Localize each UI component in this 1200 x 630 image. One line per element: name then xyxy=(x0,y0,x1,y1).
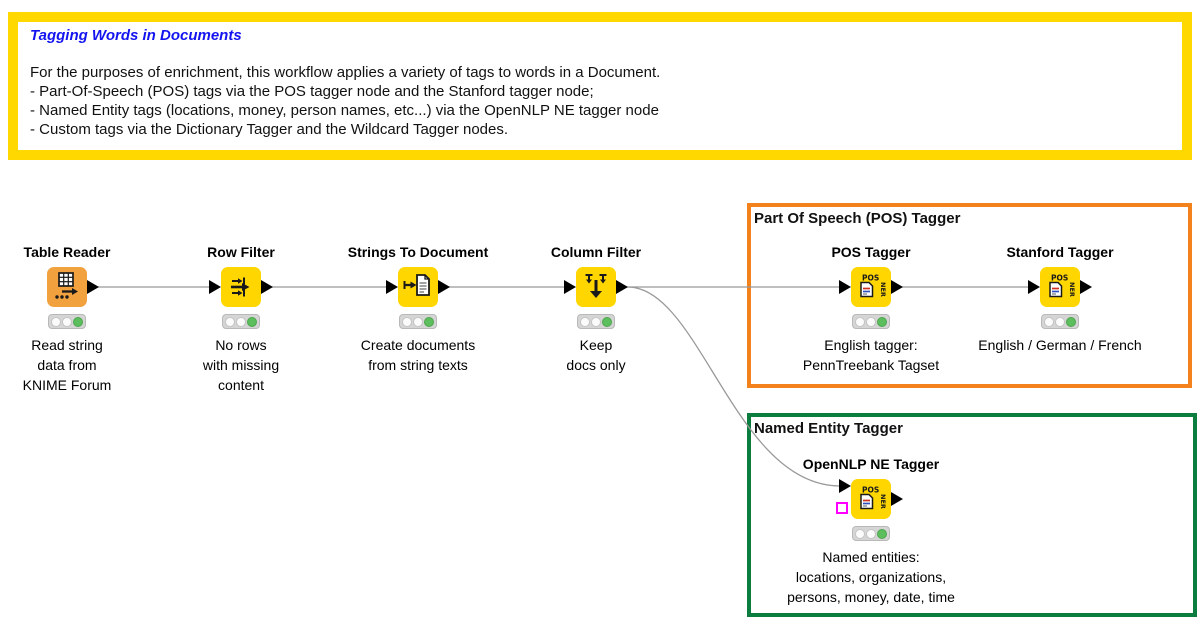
node-title[interactable]: Table Reader xyxy=(23,244,111,260)
node-description[interactable]: Named entities: locations, organizations… xyxy=(787,549,955,605)
input-port[interactable] xyxy=(839,280,851,294)
lamp-green xyxy=(877,528,887,539)
node-description[interactable]: No rows with missing content xyxy=(202,337,280,393)
node-column-filter[interactable]: Column Filter Keep docs only xyxy=(551,244,641,373)
input-port[interactable] xyxy=(1028,280,1040,294)
annotation-box[interactable]: Tagging Words in Documents For the purpo… xyxy=(8,12,1192,160)
row-filter-icon[interactable] xyxy=(221,267,261,307)
stanford-tagger-icon[interactable]: POS NER xyxy=(1040,267,1080,307)
input-port[interactable] xyxy=(209,280,221,294)
lamp-green xyxy=(877,316,887,327)
node-description[interactable]: Read string data from KNIME Forum xyxy=(22,337,112,393)
lamp-yellow xyxy=(866,316,876,327)
node-row-filter[interactable]: Row Filter No rows with missing content xyxy=(203,244,279,393)
node-description[interactable]: Keep docs only xyxy=(566,337,626,373)
output-port[interactable] xyxy=(261,280,273,294)
node-strings-to-document[interactable]: Strings To Document Create documents fro… xyxy=(348,244,489,373)
lamp-red xyxy=(225,316,235,327)
traffic-light xyxy=(48,314,86,329)
lamp-red xyxy=(855,316,865,327)
output-port[interactable] xyxy=(616,280,628,294)
lamp-yellow xyxy=(413,316,423,327)
lamp-red xyxy=(1044,316,1054,327)
node-table-reader[interactable]: Table Reader Read string data from KNIME… xyxy=(23,244,112,393)
traffic-light xyxy=(852,526,890,541)
svg-text:POS: POS xyxy=(862,274,879,283)
group-ne-title: Named Entity Tagger xyxy=(754,420,903,437)
node-description[interactable]: English tagger: PennTreebank Tagset xyxy=(802,337,940,373)
node-stanford-tagger[interactable]: Stanford Tagger POS NER English / German… xyxy=(978,244,1141,353)
output-port[interactable] xyxy=(891,280,903,294)
output-port[interactable] xyxy=(438,280,450,294)
lamp-yellow xyxy=(62,316,72,327)
lamp-red xyxy=(402,316,412,327)
pos-tagger-icon[interactable]: POS NER xyxy=(851,267,891,307)
svg-text:NER: NER xyxy=(1068,282,1076,297)
traffic-light xyxy=(577,314,615,329)
lamp-red xyxy=(855,528,865,539)
lamp-green xyxy=(602,316,612,327)
lamp-yellow xyxy=(1055,316,1065,327)
lamp-yellow xyxy=(591,316,601,327)
lamp-green xyxy=(73,316,83,327)
traffic-light xyxy=(1041,314,1079,329)
strings-to-document-icon[interactable] xyxy=(398,267,438,307)
lamp-yellow xyxy=(866,528,876,539)
node-description[interactable]: Create documents from string texts xyxy=(360,337,476,373)
lamp-yellow xyxy=(236,316,246,327)
node-title[interactable]: Stanford Tagger xyxy=(1006,244,1114,260)
node-pos-tagger[interactable]: POS Tagger POS NER English tagger: PennT… xyxy=(803,244,939,373)
svg-text:POS: POS xyxy=(1051,274,1068,283)
node-title[interactable]: Row Filter xyxy=(207,244,275,260)
annotation-title: Tagging Words in Documents xyxy=(30,27,242,44)
node-description[interactable]: English / German / French xyxy=(978,337,1142,353)
node-title[interactable]: Strings To Document xyxy=(347,244,489,260)
svg-text:NER: NER xyxy=(879,494,887,509)
column-filter-icon[interactable] xyxy=(576,267,616,307)
output-port[interactable] xyxy=(87,280,99,294)
optional-model-port[interactable] xyxy=(836,502,848,514)
svg-text:POS: POS xyxy=(862,486,879,495)
lamp-red xyxy=(580,316,590,327)
input-port[interactable] xyxy=(839,479,851,493)
traffic-light xyxy=(399,314,437,329)
lamp-green xyxy=(1066,316,1076,327)
node-title[interactable]: POS Tagger xyxy=(831,244,911,260)
lamp-red xyxy=(51,316,61,327)
lamp-green xyxy=(424,316,434,327)
svg-text:NER: NER xyxy=(879,282,887,297)
annotation-body: For the purposes of enrichment, this wor… xyxy=(30,64,661,138)
node-title[interactable]: OpenNLP NE Tagger xyxy=(802,456,940,472)
output-port[interactable] xyxy=(891,492,903,506)
traffic-light xyxy=(852,314,890,329)
lamp-green xyxy=(247,316,257,327)
output-port[interactable] xyxy=(1080,280,1092,294)
table-reader-icon[interactable] xyxy=(47,267,87,307)
group-pos-title: Part Of Speech (POS) Tagger xyxy=(754,210,961,227)
opennlp-ne-tagger-icon[interactable]: POS NER xyxy=(851,479,891,519)
input-port[interactable] xyxy=(564,280,576,294)
traffic-light xyxy=(222,314,260,329)
input-port[interactable] xyxy=(386,280,398,294)
node-opennlp-ne-tagger[interactable]: OpenNLP NE Tagger POS NER Named entities… xyxy=(787,456,955,605)
node-title[interactable]: Column Filter xyxy=(550,244,642,260)
